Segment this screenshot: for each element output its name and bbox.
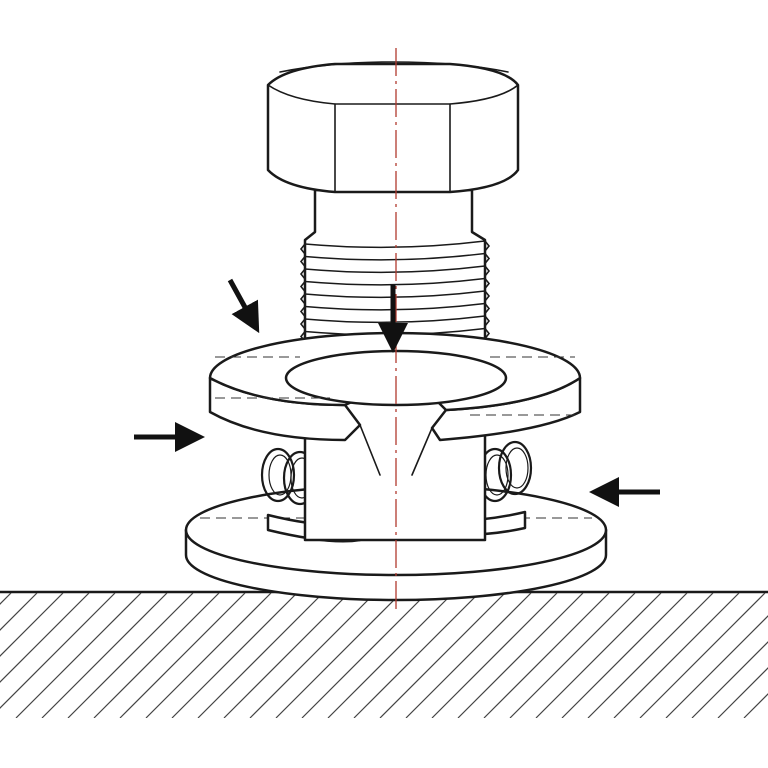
- hex-bolt-head: [266, 61, 520, 194]
- hatch-line: [67, 593, 194, 718]
- hatch-line: [301, 593, 428, 718]
- hatch-line: [457, 593, 584, 718]
- hatch-line: [431, 593, 558, 718]
- hatch-line: [691, 641, 768, 718]
- hatch-line: [171, 593, 298, 718]
- thread-line: [304, 240, 486, 249]
- hatch-line: [665, 615, 768, 718]
- hatch-line: [0, 593, 38, 631]
- thread-line: [304, 265, 486, 274]
- upper-washer: [208, 331, 582, 476]
- hatch-line: [535, 593, 662, 718]
- ground-hatching: [0, 593, 768, 718]
- hatch-line: [249, 593, 376, 718]
- hatch-line: [743, 693, 768, 718]
- hatch-line: [0, 593, 90, 683]
- thread-crest: [299, 302, 491, 318]
- hatch-line: [197, 593, 324, 718]
- hatch-line: [509, 593, 636, 718]
- hatch-line: [93, 593, 220, 718]
- hatch-line: [0, 593, 64, 657]
- hatch-line: [275, 593, 402, 718]
- arrow-down-right-icon: [227, 278, 260, 334]
- hatch-line: [353, 593, 480, 718]
- thread-crest: [299, 265, 491, 280]
- spring-coil: [497, 440, 533, 496]
- hatch-line: [327, 593, 454, 718]
- force-arrows: [134, 278, 660, 507]
- hatch-line: [223, 593, 350, 718]
- hatch-line: [41, 593, 168, 718]
- hatch-line: [587, 593, 714, 718]
- thread-crest: [299, 240, 491, 255]
- thread-line: [304, 252, 486, 261]
- hatch-line: [613, 593, 740, 718]
- spring-coil-inner: [505, 447, 529, 489]
- hatch-line: [15, 593, 142, 718]
- thread-crest: [299, 252, 491, 268]
- hatch-line: [379, 593, 506, 718]
- thread-crest: [299, 290, 491, 305]
- hatch-line: [145, 593, 272, 718]
- ground-surface: [0, 590, 768, 718]
- thread-crest: [299, 315, 491, 330]
- thread-line: [304, 277, 486, 286]
- hatch-line: [0, 593, 116, 709]
- hatch-line: [561, 593, 688, 718]
- hatch-line: [119, 593, 246, 718]
- hatch-line: [639, 593, 766, 718]
- hatch-line: [717, 667, 768, 718]
- hatch-line: [405, 593, 532, 718]
- spring-coil: [260, 447, 296, 503]
- hatch-line: [483, 593, 610, 718]
- thread-crest: [299, 277, 491, 293]
